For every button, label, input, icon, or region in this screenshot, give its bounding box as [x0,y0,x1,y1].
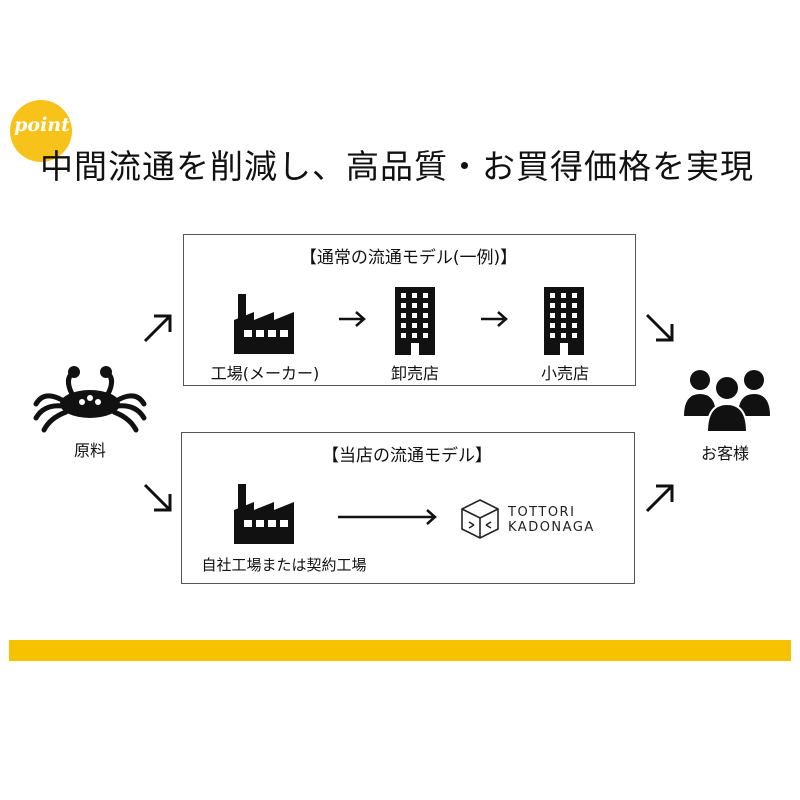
brand-line2: KADONAGA [508,520,595,535]
factory-icon [234,484,294,544]
arrow-down-right-icon [645,313,674,342]
accent-bar [9,640,791,661]
our-flow-box [181,432,635,584]
step-label-factory: 工場(メーカー) [210,364,320,383]
our-factory-label: 自社工場または契約工場 [201,556,367,574]
step-label-wholesaler: 卸売店 [390,364,439,383]
point-badge [10,100,72,162]
factory-icon [234,294,294,354]
arrow-right-icon [481,311,508,327]
our-flow-title: 【当店の流通モデル】 [322,446,492,466]
crab-icon [33,366,147,433]
normal-flow-title: 【通常の流通モデル(一例)】 [299,248,518,268]
customers-icon [684,370,770,432]
building-icon [395,287,435,355]
arrow-down-right-icon [143,483,172,512]
tottori-kadonaga-logo-icon [461,499,499,539]
customers-label: お客様 [700,444,749,463]
arrow-right-long-icon [338,509,437,525]
raw-material-label: 原料 [73,441,106,460]
arrow-right-icon [339,311,366,327]
arrow-up-right-icon [143,314,172,343]
building-icon [544,287,584,355]
brand-line1: TOTTORI [508,505,576,520]
step-label-retailer: 小売店 [540,364,589,383]
headline: 中間流通を削減し、高品質・お買得価格を実現 [40,147,754,186]
arrow-up-right-icon [645,484,674,513]
point-badge-text: point [14,114,70,136]
